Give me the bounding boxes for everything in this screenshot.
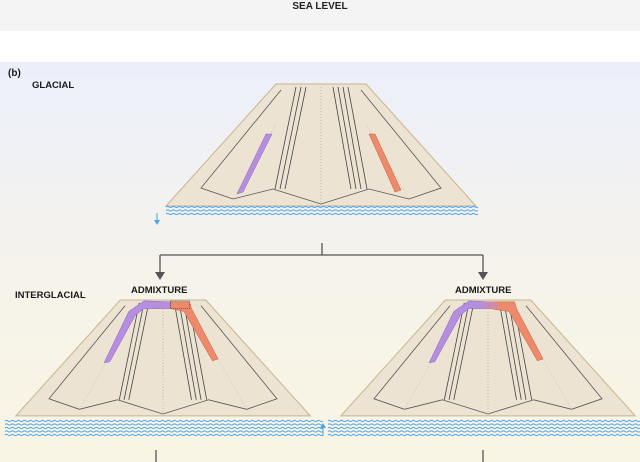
ridge-line — [174, 302, 192, 400]
lineage-a-population — [236, 133, 273, 195]
sea-wave — [4, 419, 324, 423]
sea-wave — [165, 205, 479, 209]
valley-line — [365, 123, 410, 200]
ridge-line — [183, 302, 202, 400]
ridge-line — [332, 86, 352, 190]
sea-wave — [327, 430, 640, 433]
ridge-line — [508, 302, 527, 400]
ridge-line — [453, 302, 475, 400]
arrow-head — [478, 272, 488, 280]
sea-level-label: SEA LEVEL — [292, 1, 348, 12]
ridge-line — [274, 86, 297, 190]
sea-wave — [4, 433, 324, 437]
ridge-line — [347, 86, 368, 190]
ridge-line — [284, 86, 307, 190]
sea-level-up-arrow-head — [320, 423, 326, 428]
valley-line — [232, 123, 277, 200]
admixture-label-right: ADMIXTURE — [455, 285, 512, 296]
sea-wave — [4, 430, 324, 433]
sea-wave — [327, 426, 640, 430]
sea-wave — [327, 423, 640, 426]
interglacial-label: INTERGLACIAL — [15, 290, 86, 301]
sea-wave — [4, 426, 324, 430]
ridge-line — [448, 302, 470, 400]
ridge-line — [499, 302, 517, 400]
ridge-line — [443, 302, 465, 400]
ridge-line — [123, 302, 145, 400]
ridge-line — [128, 302, 150, 400]
sea-wave — [4, 423, 324, 426]
sea-wave — [327, 433, 640, 437]
arrow-head — [155, 272, 165, 280]
panel-label: (b) — [8, 68, 21, 79]
lineage-b-population — [489, 301, 544, 362]
lineage-b-population — [170, 301, 219, 362]
previous-panel-strip: SEA LEVEL — [0, 0, 640, 31]
ridge-line — [178, 302, 197, 400]
sea-level-down-arrow-head — [154, 220, 160, 225]
mountain — [14, 299, 312, 417]
mountain-outline — [200, 89, 442, 205]
admixture-zone — [481, 301, 499, 310]
ridge-line — [118, 302, 140, 400]
glacial-label: GLACIAL — [32, 80, 75, 91]
sea-wave — [327, 419, 640, 423]
sea-wave — [165, 209, 479, 212]
lineage-b-population — [368, 133, 402, 193]
admixture-label-left: ADMIXTURE — [131, 285, 188, 296]
ridge-line — [503, 302, 522, 400]
ridge-line — [337, 86, 357, 190]
mountain — [339, 299, 637, 417]
ridge-line — [279, 86, 302, 190]
sea-wave — [165, 212, 479, 216]
ridge-line — [342, 86, 362, 190]
admixture-zone — [170, 300, 190, 309]
